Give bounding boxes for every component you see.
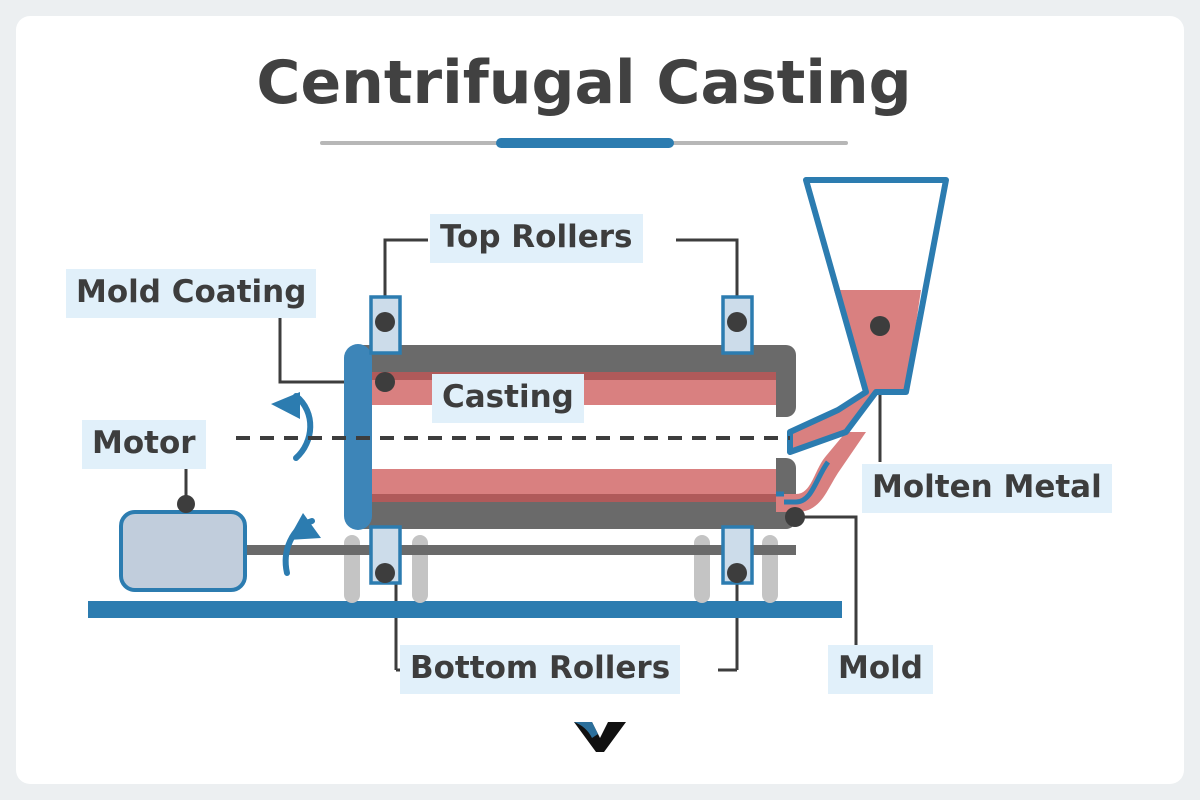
label-molten-metal: Molten Metal xyxy=(862,464,1112,513)
leader-dot-motor xyxy=(177,495,195,513)
top-roller-right-pin xyxy=(727,312,747,332)
label-bottom-rollers: Bottom Rollers xyxy=(400,645,681,694)
mold xyxy=(358,345,796,529)
ladle-molten-metal xyxy=(790,290,921,452)
bottom-roller-right-pin xyxy=(727,563,747,583)
casting-bottom-layer xyxy=(358,469,776,494)
base-rail xyxy=(88,601,842,618)
mold-wall-bottom xyxy=(358,458,796,529)
mold-wall-top xyxy=(358,345,796,417)
ladle xyxy=(787,177,949,455)
drive-shaft xyxy=(236,545,796,555)
motor-body xyxy=(119,510,247,592)
label-top-rollers: Top Rollers xyxy=(430,214,643,263)
leader-top-roller-right xyxy=(676,238,739,322)
leader-dot-mold-coating xyxy=(375,372,395,392)
w-logo xyxy=(574,722,626,752)
bottom-rollers xyxy=(369,525,754,585)
leader-mold xyxy=(795,515,858,645)
rotation-arrow-top-head xyxy=(271,392,300,419)
motor-assembly xyxy=(119,495,247,592)
leader-dot-mold xyxy=(785,507,805,527)
rotation-arrow-top-arc xyxy=(293,393,314,461)
page-title: Centrifugal Casting xyxy=(256,48,912,118)
logo-accent xyxy=(574,722,598,738)
top-roller-left-pin xyxy=(375,312,395,332)
leader-dot-molten-metal xyxy=(870,316,890,336)
ladle-outline xyxy=(787,177,949,455)
mold-coating-bottom xyxy=(358,494,776,502)
label-casting: Casting xyxy=(432,374,584,423)
rotation-arrow-bottom-head xyxy=(288,513,321,540)
label-mold: Mold xyxy=(828,645,933,694)
casting xyxy=(358,380,776,494)
logo-body xyxy=(574,722,626,752)
label-mold-coating: Mold Coating xyxy=(66,269,317,318)
bottom-roller-left-pin xyxy=(375,563,395,583)
label-motor: Motor xyxy=(82,420,206,469)
stream-outline-lower xyxy=(784,460,831,505)
top-rollers xyxy=(369,295,754,355)
title-divider xyxy=(320,136,848,150)
leader-top-roller-left xyxy=(383,238,428,322)
divider-accent xyxy=(496,138,674,148)
